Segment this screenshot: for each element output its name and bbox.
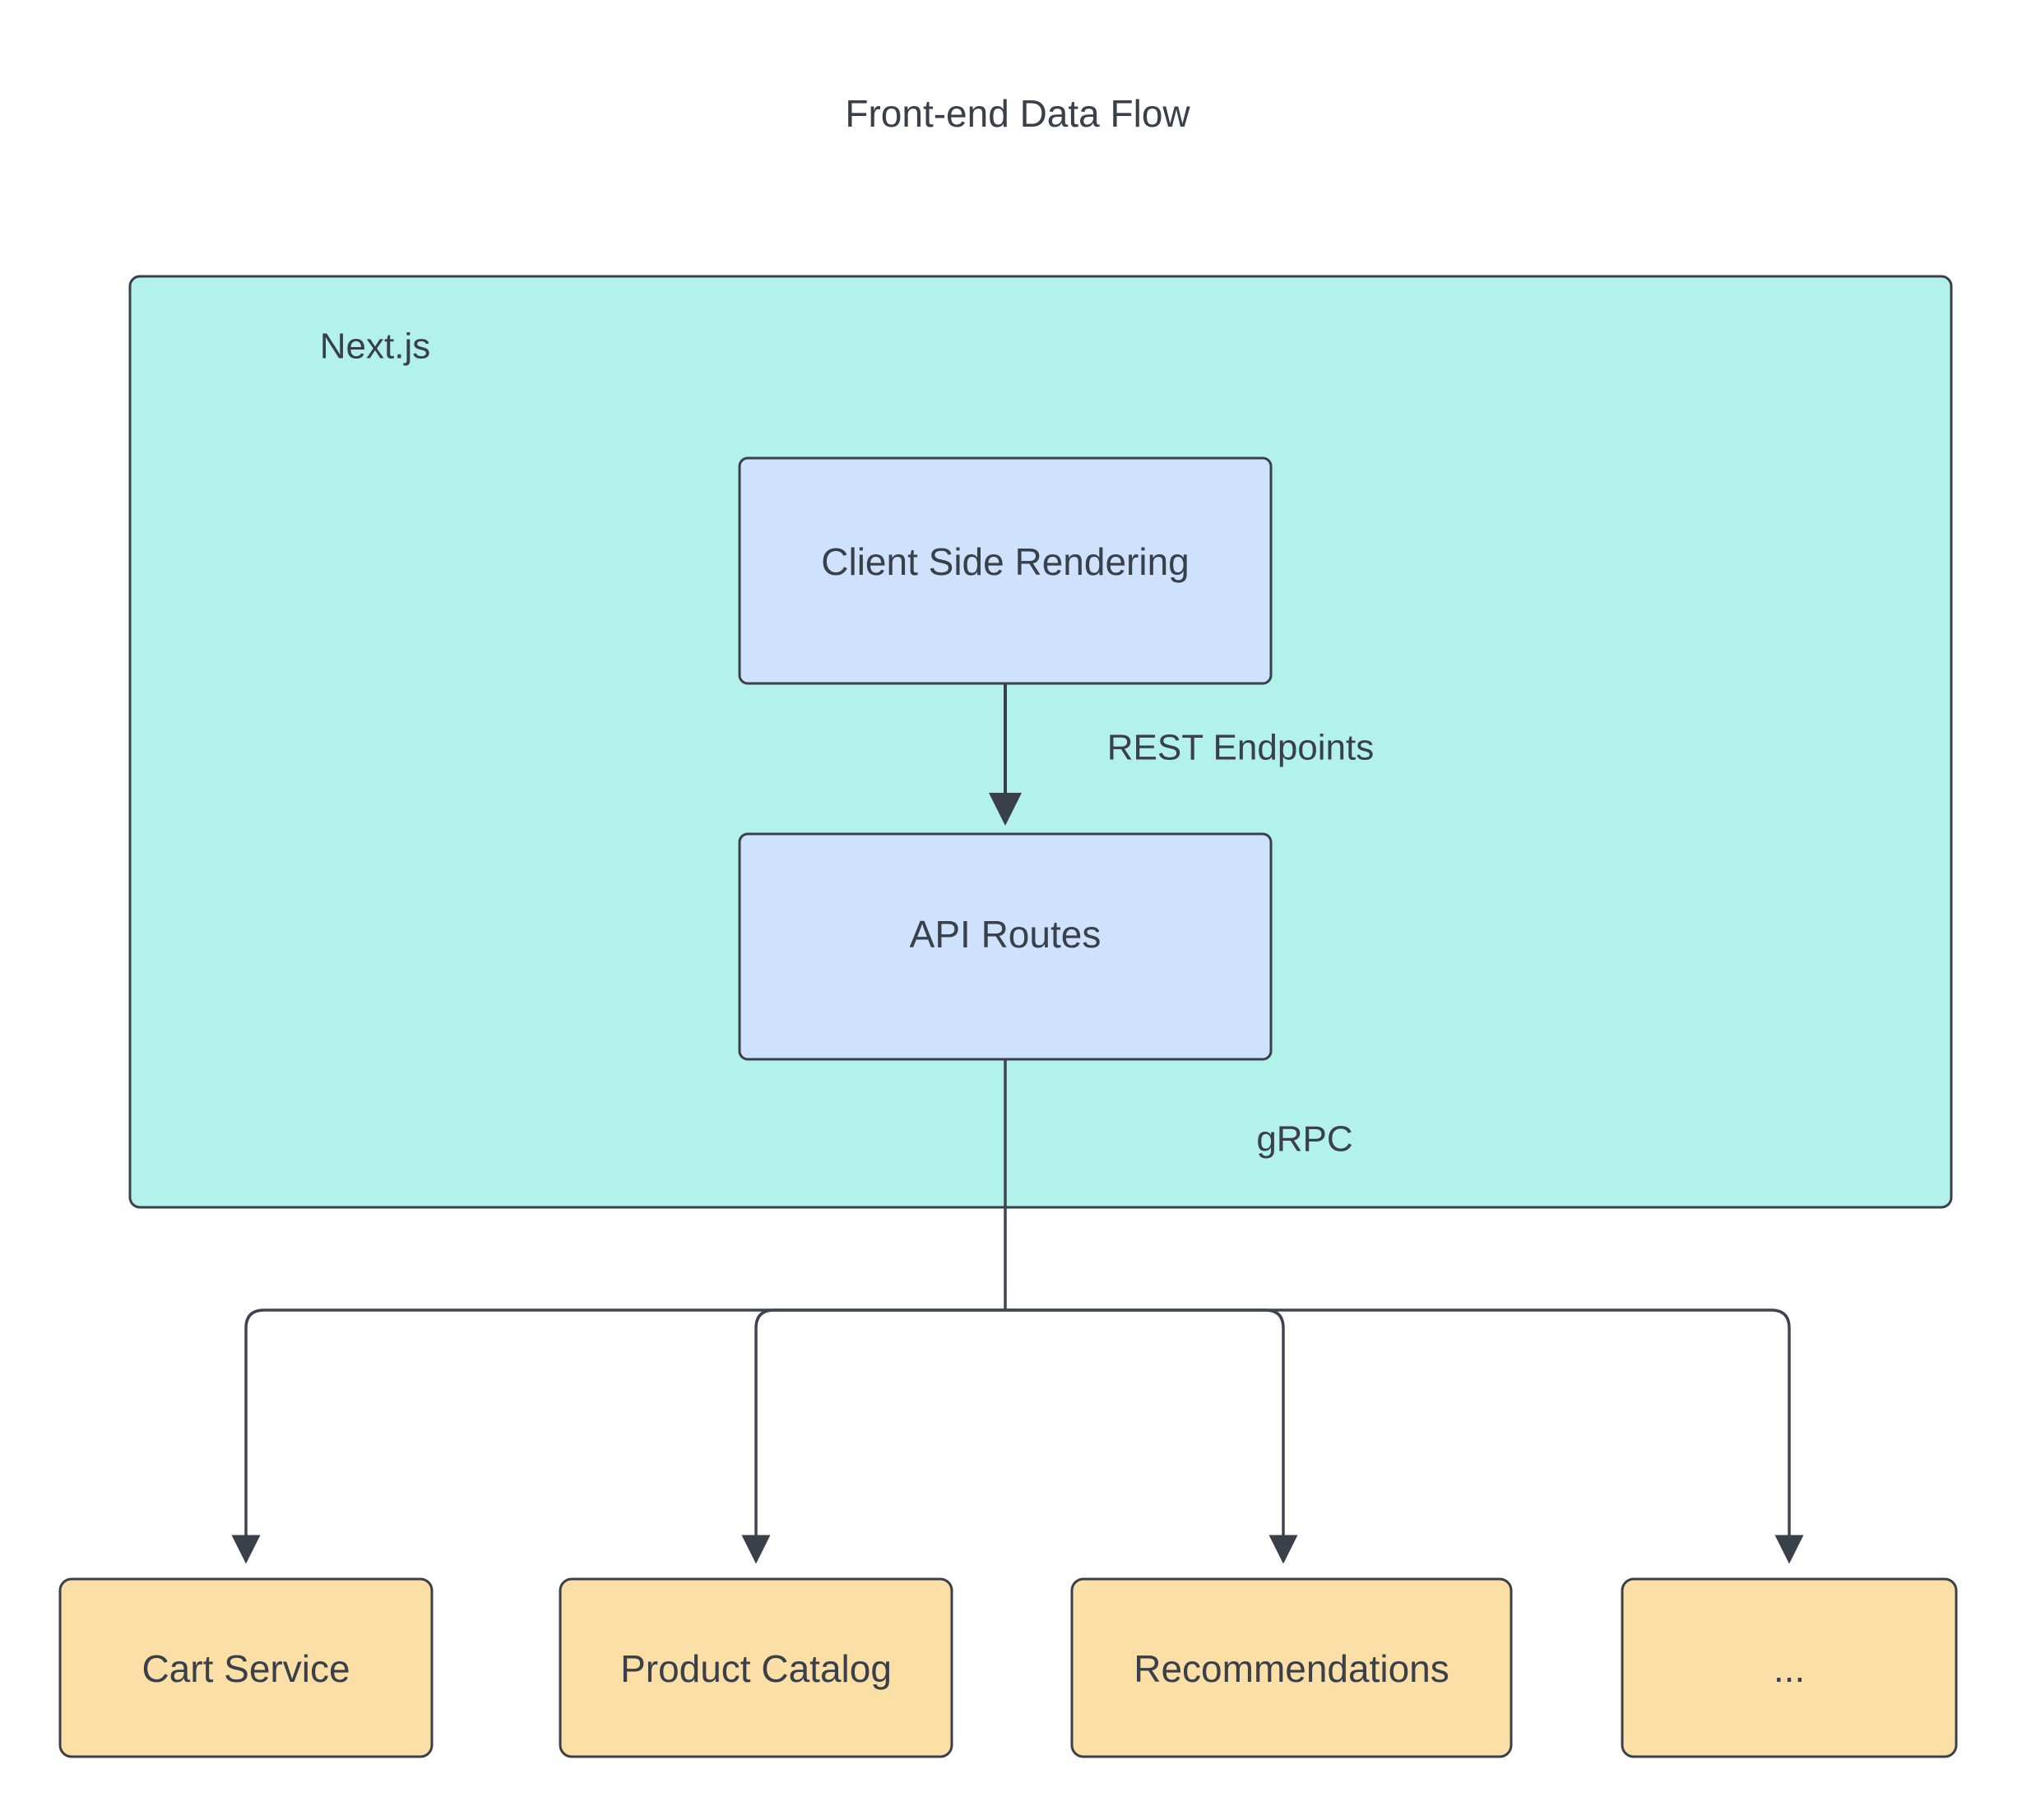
node-recommendations-label: Recommendations xyxy=(1134,1647,1449,1690)
diagram-title: Front-end Data Flow xyxy=(845,92,1190,135)
cluster-nextjs-rect xyxy=(128,275,1953,1209)
cluster-nextjs: Next.js xyxy=(128,275,1953,1209)
node-api-routes[interactable]: API Routes xyxy=(738,832,1273,1061)
node-api-routes-label: API Routes xyxy=(910,913,1101,956)
cluster-nextjs-label: Next.js xyxy=(320,326,430,367)
node-product-catalog-label: Product Catalog xyxy=(620,1647,892,1690)
edge-api-to-cart xyxy=(231,1308,1005,1564)
node-csr-rect[interactable] xyxy=(738,456,1273,685)
node-csr-label: Client Side Rendering xyxy=(821,540,1190,583)
edge-api-to-more xyxy=(1005,1308,1804,1564)
node-product-catalog[interactable]: Product Catalog xyxy=(559,1577,953,1758)
edge-label-rest-endpoints: REST Endpoints xyxy=(1107,728,1374,768)
edge-api-to-recommendations xyxy=(1005,1308,1298,1564)
node-client-side-rendering[interactable]: Client Side Rendering xyxy=(738,456,1273,685)
edge-label-grpc: gRPC xyxy=(1256,1119,1352,1160)
node-cart-service-label: Cart Service xyxy=(141,1647,350,1690)
node-more-services[interactable]: ... xyxy=(1621,1577,1958,1758)
edge-api-to-catalog xyxy=(741,1308,1005,1564)
node-cart-service-rect[interactable] xyxy=(58,1577,434,1758)
node-cart-service[interactable]: Cart Service xyxy=(58,1577,434,1758)
node-more-services-label: ... xyxy=(1774,1647,1805,1690)
node-recommendations[interactable]: Recommendations xyxy=(1070,1577,1513,1758)
node-product-catalog-rect[interactable] xyxy=(559,1577,953,1758)
edge-csr-to-api-routes: REST Endpoints xyxy=(989,683,1374,826)
node-recommendations-rect[interactable] xyxy=(1070,1577,1513,1758)
node-more-services-rect[interactable] xyxy=(1621,1577,1958,1758)
